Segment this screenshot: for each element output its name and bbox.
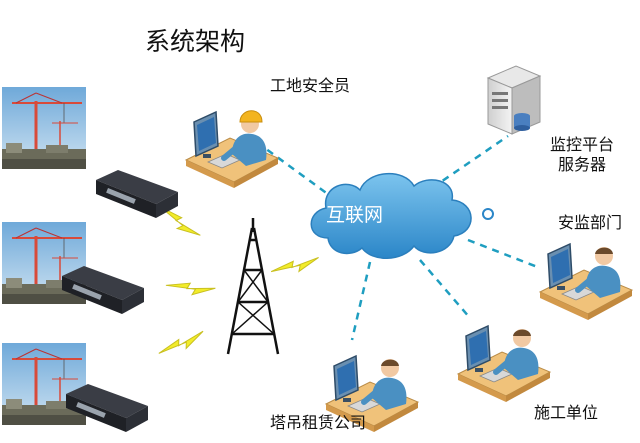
crane-photo-1 xyxy=(0,85,88,171)
wireless-signals xyxy=(158,201,320,366)
cloud-label: 互联网 xyxy=(326,204,384,226)
network-links xyxy=(261,134,541,341)
label-construction-unit: 施工单位 xyxy=(534,403,599,422)
wireless-terminal-1 xyxy=(96,170,178,218)
label-crane-rental: 塔吊租赁公司 xyxy=(270,413,367,432)
diagram-title: 系统架构 xyxy=(145,27,246,56)
safety-dept-workstation xyxy=(540,244,632,320)
server-icon xyxy=(486,65,542,135)
label-safety-dept: 安监部门 xyxy=(558,213,623,232)
label-monitor-server-line1: 监控平台 xyxy=(549,135,614,154)
wireless-terminal-2 xyxy=(62,266,144,314)
crane-photo-3 xyxy=(0,341,88,427)
signal-tower-icon xyxy=(226,218,280,355)
safety-helmet-icon xyxy=(239,110,263,123)
construction-unit-workstation xyxy=(458,326,550,402)
label-monitor-server-line2: 服务器 xyxy=(557,155,606,174)
label-monitor-server: 监控平台 服务器 xyxy=(542,135,622,175)
internet-cloud-icon xyxy=(310,172,494,259)
safety-officer-workstation xyxy=(186,111,278,188)
label-safety-officer: 工地安全员 xyxy=(270,76,351,95)
